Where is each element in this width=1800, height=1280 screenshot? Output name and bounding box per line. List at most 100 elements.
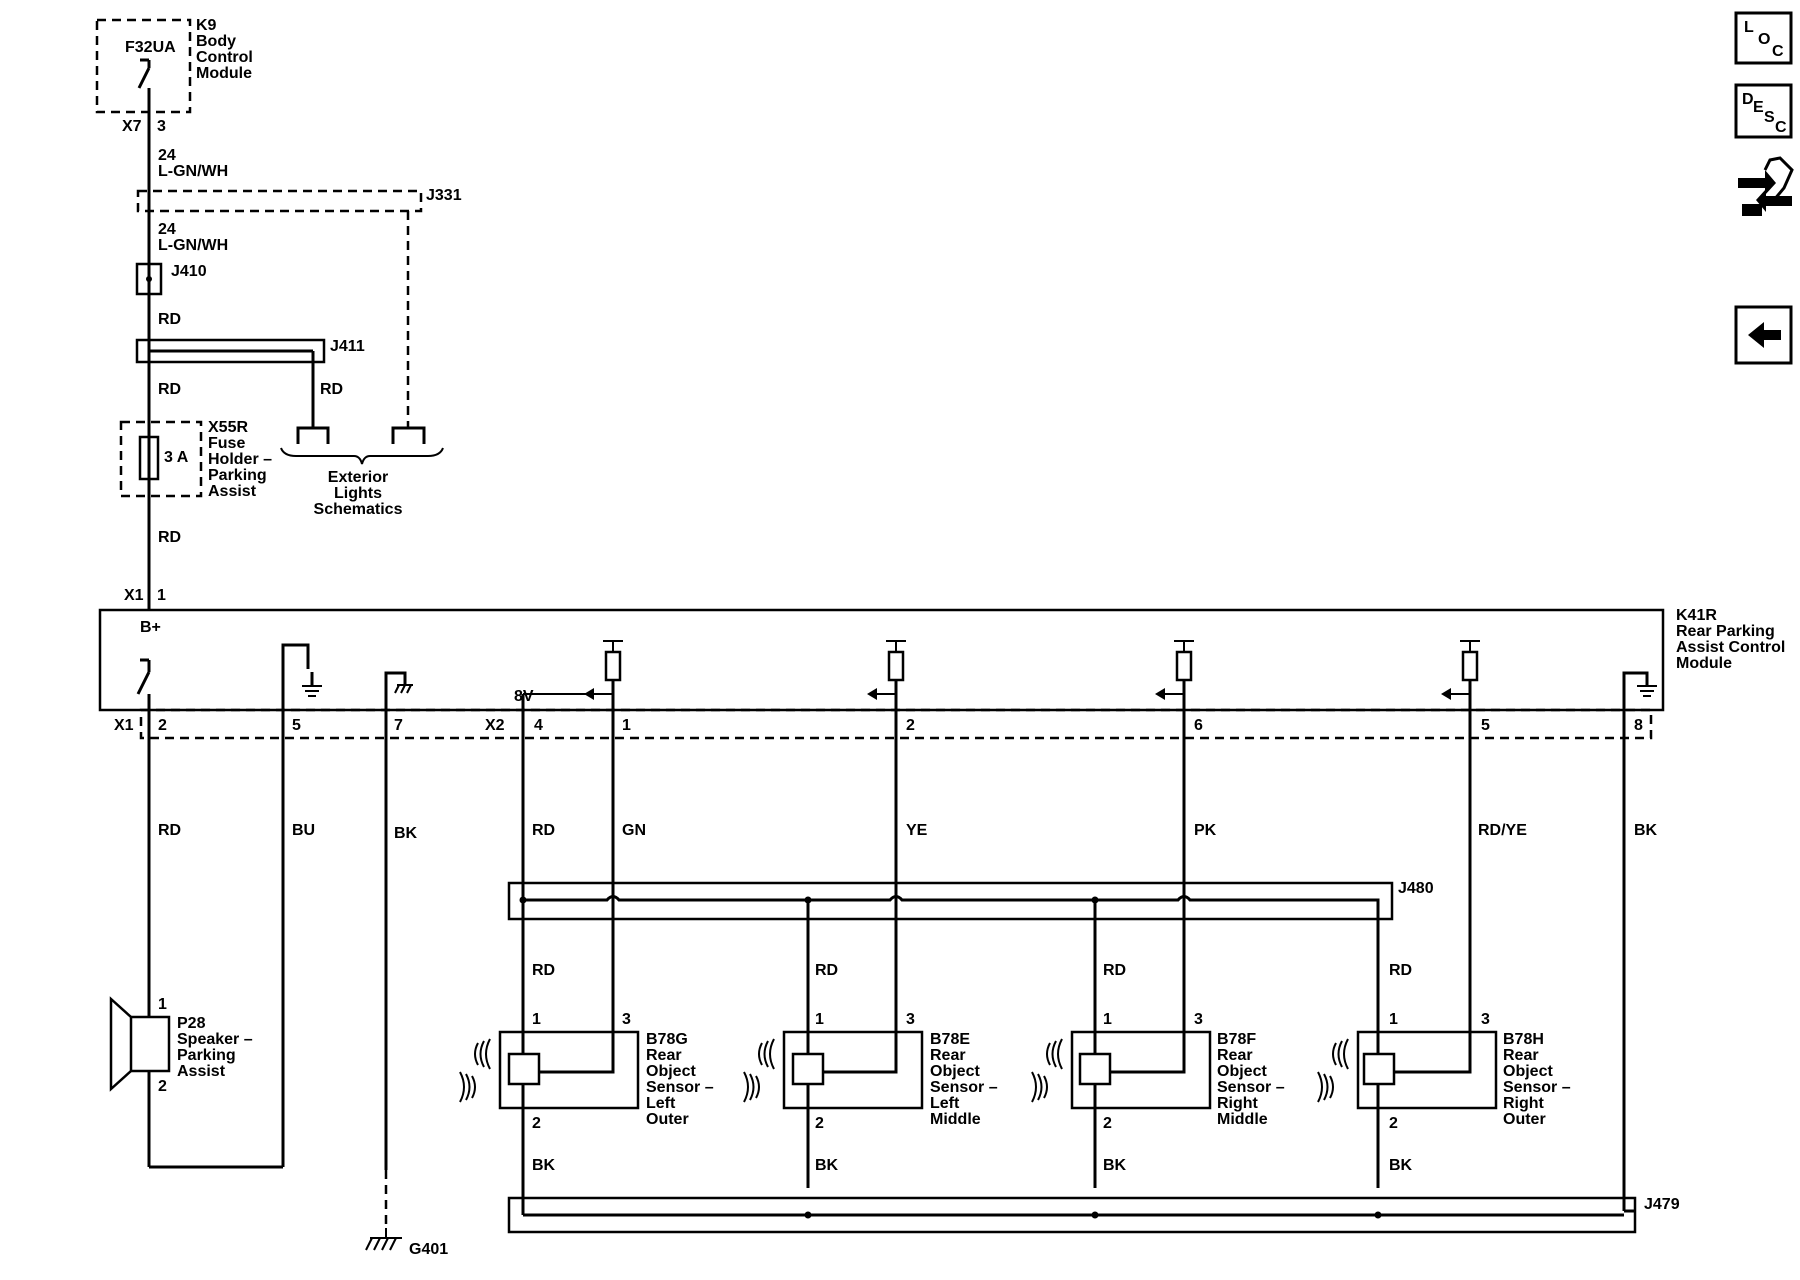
connector-hand-icon[interactable] <box>1738 156 1794 216</box>
location-button[interactable]: L O C <box>1734 11 1793 65</box>
fuse-switch-icon <box>137 58 151 112</box>
splice-j410-label: J410 <box>171 263 207 280</box>
arrow-left-icon <box>1441 688 1451 700</box>
sensor-line4: Left <box>646 1095 676 1112</box>
fuse-rating: 3 A <box>164 449 189 466</box>
sensor-ground-wire: BK <box>1389 1157 1413 1174</box>
sensor-line3: Sensor – <box>930 1079 998 1096</box>
arrow-left-icon <box>867 688 877 700</box>
sensor-ground-wire: BK <box>815 1157 839 1174</box>
wire-x1-pin7: BK <box>394 825 418 842</box>
wire-j411-branch: RD <box>320 381 343 398</box>
wire-x1-pin2: RD <box>158 822 181 839</box>
fuse-holder-id: X55R <box>208 419 248 436</box>
sensor-b78g: 1 3 2 BK B78G Rear Object Sensor – Left … <box>459 1011 714 1188</box>
description-button[interactable]: D E S C <box>1734 83 1793 139</box>
sensor-line1: Rear <box>1217 1047 1253 1064</box>
pullup-left-middle <box>867 640 906 1012</box>
sound-wave-icon <box>459 1038 491 1103</box>
loc-letter-o: O <box>1758 31 1770 48</box>
exterior-line1: Exterior <box>328 469 388 486</box>
k9-line2: Control <box>196 49 253 66</box>
exterior-line3: Schematics <box>314 501 403 518</box>
x2-pin-8: 8 <box>1634 717 1643 734</box>
k41r-supply-label: B+ <box>140 619 161 636</box>
splice-j479-label: J479 <box>1644 1196 1680 1213</box>
x2-pin-4: 4 <box>534 717 543 734</box>
x1-pin-2: 2 <box>158 717 167 734</box>
x1-pin-7: 7 <box>394 717 403 734</box>
wire-color-2: L-GN/WH <box>158 237 228 254</box>
splice-j410: J410 <box>135 262 207 296</box>
pullup-right-middle <box>1155 640 1194 1012</box>
sensor-pin3: 3 <box>1194 1011 1203 1028</box>
chassis-ground-icon <box>384 671 413 740</box>
fuse-holder-line3: Parking <box>208 467 267 484</box>
k41r-line2: Assist Control <box>1676 639 1785 656</box>
desc-letter-c: C <box>1775 119 1787 136</box>
sensor-line1: Rear <box>646 1047 682 1064</box>
speaker-line2: Parking <box>177 1047 236 1064</box>
speaker-line1: Speaker – <box>177 1031 253 1048</box>
sensor-ground-wire: BK <box>1103 1157 1127 1174</box>
sensor-line5: Middle <box>1217 1111 1268 1128</box>
loc-letter-l: L <box>1744 19 1754 36</box>
splice-j480-label: J480 <box>1398 880 1434 897</box>
fuse-holder-line2: Holder – <box>208 451 272 468</box>
k41r-control-module: X1 1 K41R Rear Parking Assist Control Mo… <box>98 587 1785 740</box>
k9-connector-label: X7 <box>122 118 142 135</box>
back-button[interactable] <box>1734 305 1793 365</box>
speaker-pin-top: 1 <box>158 996 167 1013</box>
x1-pin-1-label: 1 <box>157 587 166 604</box>
wire-x1-pin5: BU <box>292 822 315 839</box>
wire-x2-pin1: GN <box>622 822 646 839</box>
x2-pin-6: 6 <box>1194 717 1203 734</box>
sensor-pin3: 3 <box>622 1011 631 1028</box>
signal-pullup <box>584 640 1480 1012</box>
splice-j479: J479 <box>507 1188 1680 1234</box>
sensor-pin3: 3 <box>906 1011 915 1028</box>
x1-pin-5: 5 <box>292 717 301 734</box>
fuse-f32ua-label: F32UA <box>125 39 176 56</box>
sound-wave-icon <box>1317 1038 1349 1103</box>
splice-j331: J331 <box>136 187 462 428</box>
x2-connector-label: X2 <box>485 717 505 734</box>
wire-j410-out: RD <box>158 311 181 328</box>
wire-x2-pin4: RD <box>532 822 555 839</box>
sensor-id: B78H <box>1503 1031 1544 1048</box>
wire-color-1: L-GN/WH <box>158 163 228 180</box>
sensor-b78f: 1 3 2 BK B78F Rear Object Sensor – Right… <box>1031 1011 1285 1188</box>
sensor-id: B78F <box>1217 1031 1256 1048</box>
module-ground-icon <box>1622 671 1657 740</box>
k9-line3: Module <box>196 65 252 82</box>
sensor-pin1: 1 <box>1103 1011 1112 1028</box>
x2-pin-2: 2 <box>906 717 915 734</box>
sensor-line4: Right <box>1217 1095 1259 1112</box>
sensor-line4: Left <box>930 1095 960 1112</box>
speaker-p28: 1 2 P28 Speaker – Parking Assist <box>109 996 253 1095</box>
sensor-pin1: 1 <box>532 1011 541 1028</box>
sound-wave-icon <box>743 1038 775 1103</box>
splice-j331-label: J331 <box>426 187 462 204</box>
splice-j411: J411 RD <box>135 338 365 428</box>
sensor-pin3: 3 <box>1481 1011 1490 1028</box>
sensor-id: B78G <box>646 1031 688 1048</box>
wire-gauge-1: 24 <box>158 147 176 164</box>
fuse-holder-line4: Assist <box>208 483 257 500</box>
sensor-b78e: 1 3 2 BK B78E Rear Object Sensor – Left … <box>743 1011 998 1188</box>
sensor-line3: Sensor – <box>1217 1079 1285 1096</box>
desc-letter-e: E <box>1753 99 1764 116</box>
ground-g401: G401 <box>365 1228 448 1258</box>
pullup-right-outer <box>1441 640 1480 1012</box>
sensor-ground-wire: BK <box>532 1157 556 1174</box>
k9-pin-label: 3 <box>157 118 166 135</box>
arrow-left-icon <box>584 688 594 700</box>
desc-letter-s: S <box>1764 109 1775 126</box>
x2-pin-5: 5 <box>1481 717 1490 734</box>
loc-letter-c: C <box>1772 43 1784 60</box>
sensor-supply-left-middle: RD <box>815 962 838 979</box>
k41r-line3: Module <box>1676 655 1732 672</box>
sensor-line5: Outer <box>1503 1111 1546 1128</box>
sensor-line5: Outer <box>646 1111 689 1128</box>
